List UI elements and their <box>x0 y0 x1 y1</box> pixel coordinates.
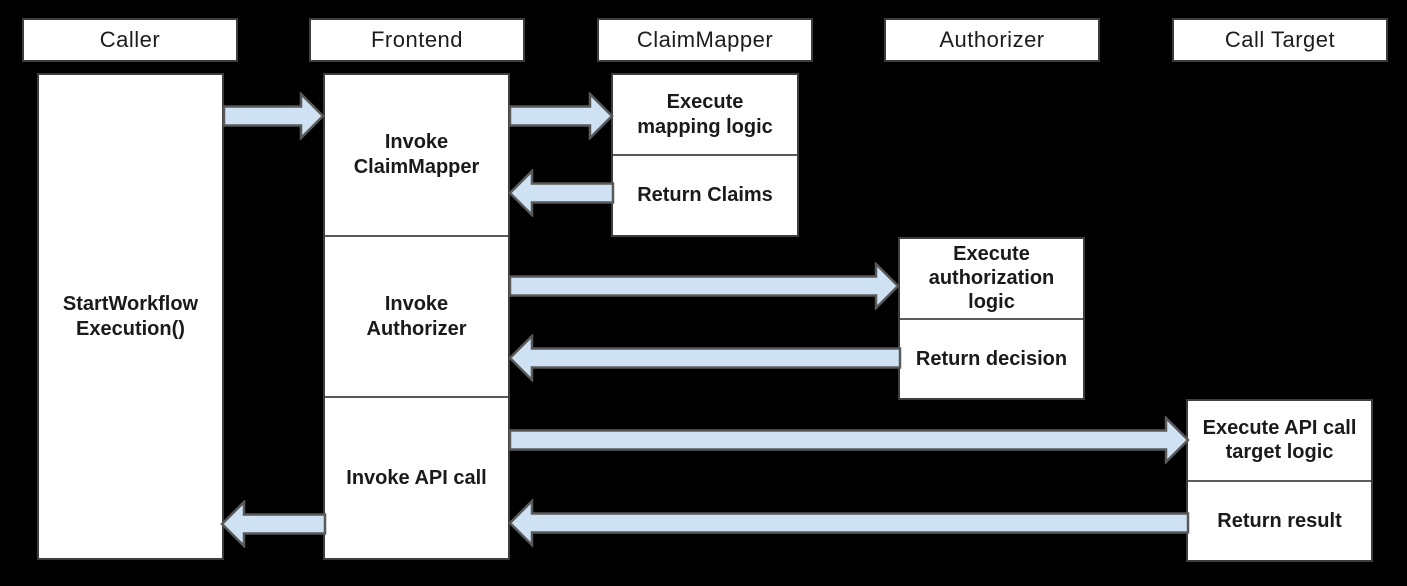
step-invoke-claimmapper: Invoke ClaimMapper <box>325 75 508 235</box>
lifeline-header-label: Authorizer <box>939 27 1045 52</box>
activation-authorizer: Execute authorization logic Return decis… <box>898 237 1085 400</box>
step-label: Execute API call target logic <box>1202 416 1357 464</box>
step-return-result: Return result <box>1188 479 1371 561</box>
step-label: Return Claims <box>637 184 773 207</box>
lifeline-header-calltarget: Call Target <box>1172 18 1388 62</box>
step-return-decision: Return decision <box>900 317 1083 399</box>
step-label: Invoke ClaimMapper <box>353 131 480 178</box>
lifeline-header-frontend: Frontend <box>309 18 525 62</box>
activation-caller: StartWorkflow Execution() <box>37 73 224 560</box>
step-label: Return decision <box>915 347 1068 370</box>
step-label: Execute authorization logic <box>928 242 1055 314</box>
arrow-authorizer-to-frontend-icon <box>508 334 902 382</box>
step-label: StartWorkflow Execution() <box>62 293 199 340</box>
step-invoke-api-call: Invoke API call <box>325 396 508 558</box>
arrow-frontend-to-caller-icon <box>220 500 327 548</box>
arrow-caller-to-frontend-icon <box>222 92 325 140</box>
step-return-claims: Return Claims <box>613 154 797 235</box>
arrow-frontend-to-authorizer-icon <box>508 262 900 310</box>
step-label: Invoke Authorizer <box>366 293 467 340</box>
step-label: Return result <box>1217 509 1342 532</box>
lifeline-header-authorizer: Authorizer <box>884 18 1100 62</box>
step-execute-authorization-logic: Execute authorization logic <box>900 239 1083 318</box>
arrow-claimmapper-to-frontend-icon <box>508 169 615 217</box>
step-invoke-authorizer: Invoke Authorizer <box>325 234 508 397</box>
arrow-frontend-to-claimmapper-icon <box>508 92 614 140</box>
step-startworkflowexecution: StartWorkflow Execution() <box>39 75 222 558</box>
step-label: Invoke API call <box>346 466 487 489</box>
activation-calltarget: Execute API call target logic Return res… <box>1186 399 1373 562</box>
arrow-frontend-to-calltarget-icon <box>508 416 1190 464</box>
lifeline-header-label: ClaimMapper <box>636 27 774 52</box>
activation-claimmapper: Execute mapping logic Return Claims <box>611 73 799 237</box>
lifeline-header-caller: Caller <box>22 18 238 62</box>
step-execute-api-call-target-logic: Execute API call target logic <box>1188 401 1371 480</box>
lifeline-header-claimmapper: ClaimMapper <box>597 18 813 62</box>
step-label: Execute mapping logic <box>637 91 773 138</box>
arrow-calltarget-to-frontend-icon <box>508 499 1190 547</box>
lifeline-header-label: Caller <box>99 27 161 52</box>
step-execute-mapping-logic: Execute mapping logic <box>613 75 797 154</box>
lifeline-header-label: Frontend <box>370 27 464 52</box>
lifeline-header-label: Call Target <box>1224 27 1336 52</box>
activation-frontend: Invoke ClaimMapper Invoke Authorizer Inv… <box>323 73 510 560</box>
